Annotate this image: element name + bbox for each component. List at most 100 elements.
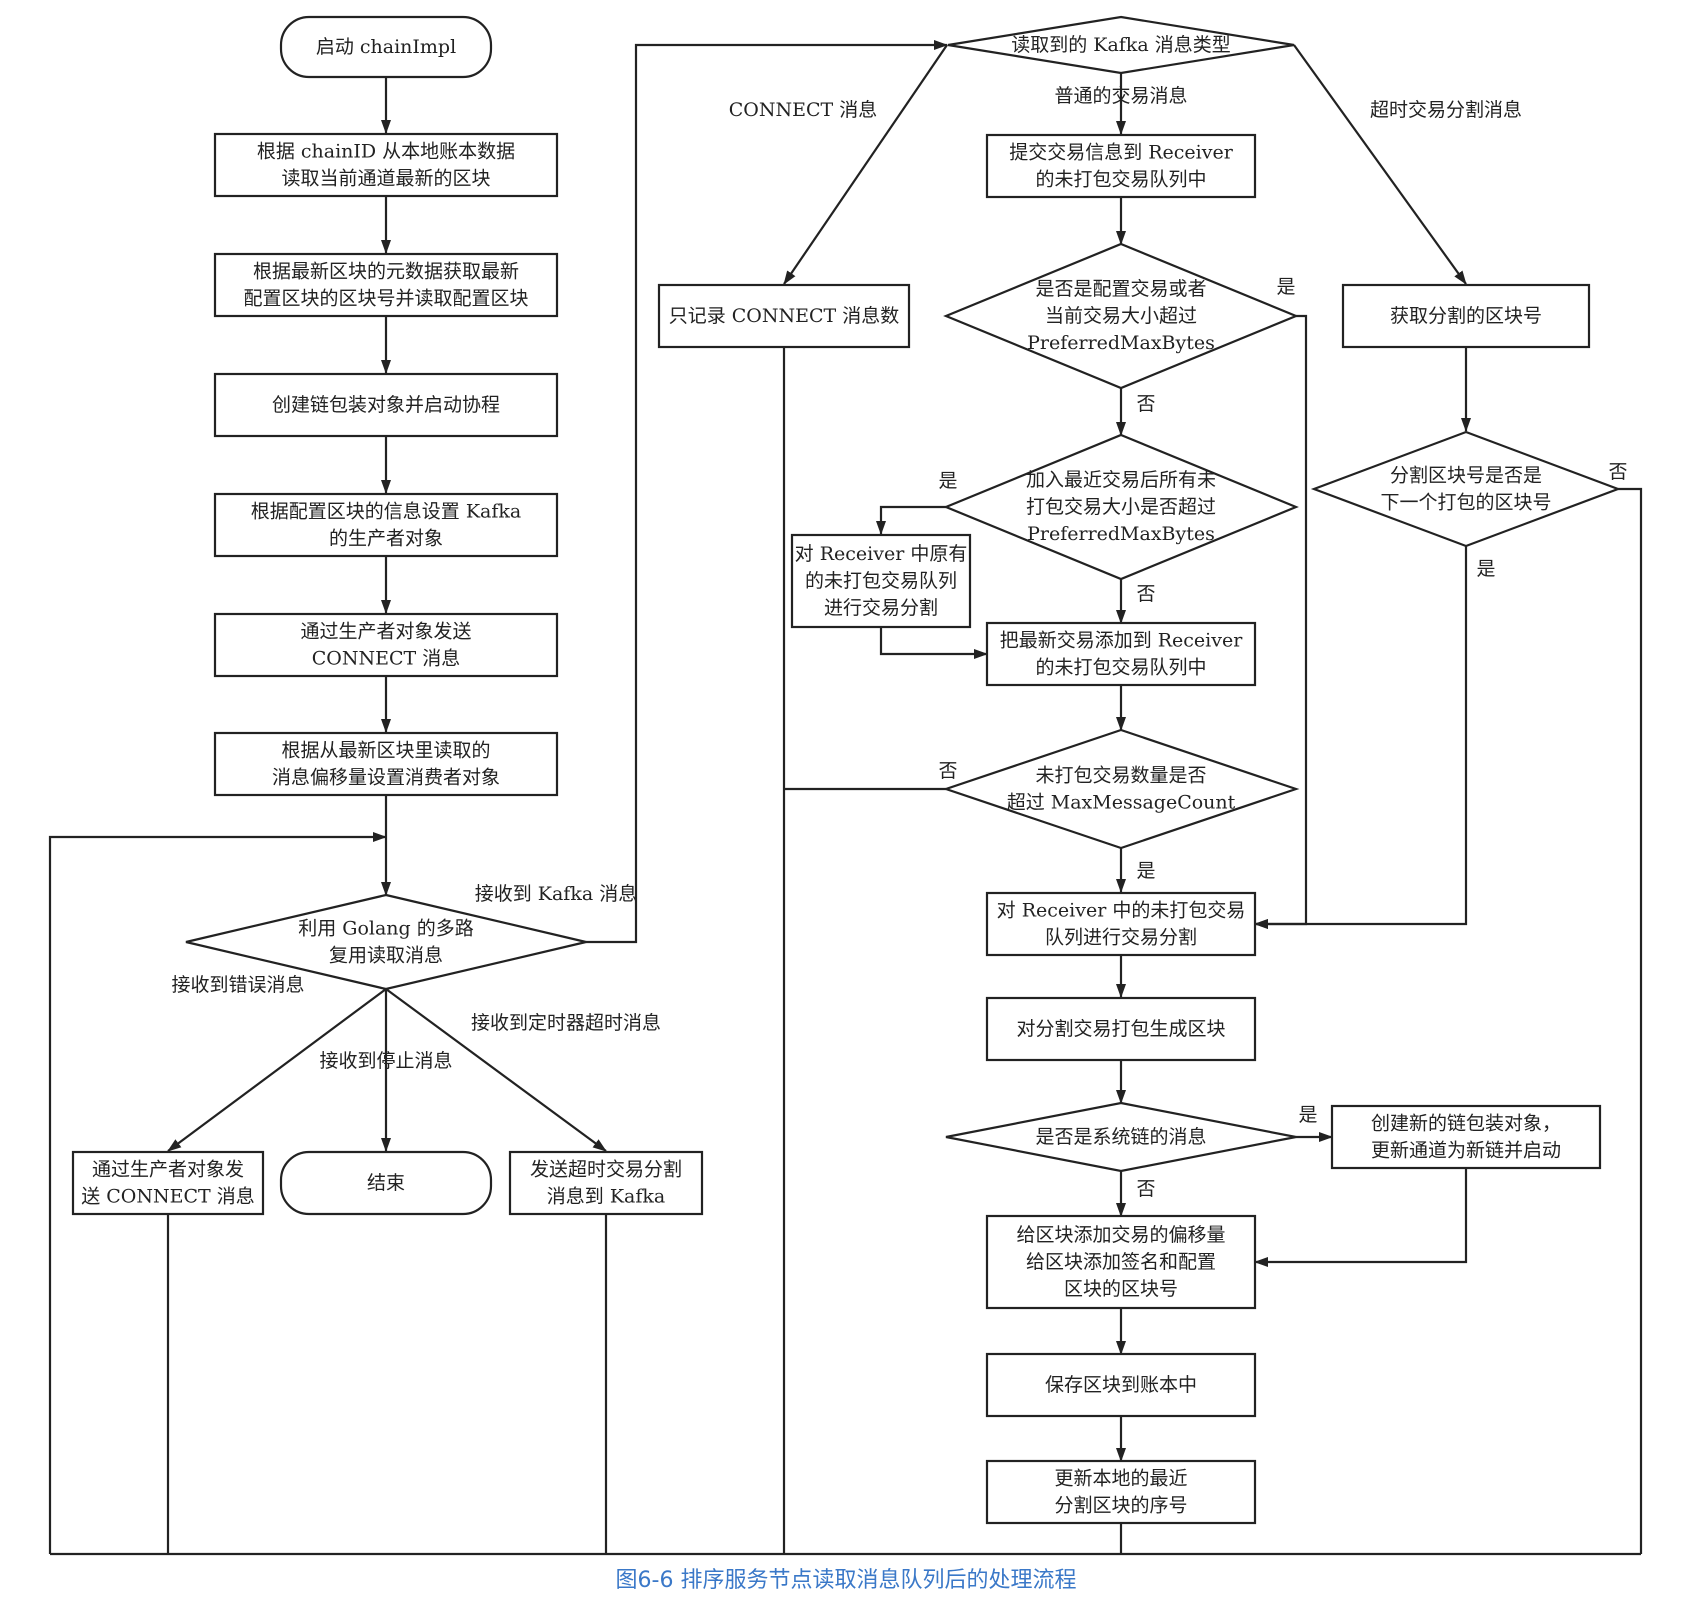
node-text: 获取分割的区块号: [1390, 305, 1542, 327]
node-text: 当前交易大小超过: [1045, 305, 1197, 327]
node-text: 创建链包装对象并启动协程: [272, 394, 500, 416]
node-is-system: 是否是系统链的消息: [945, 1101, 1297, 1173]
connector-line: [167, 988, 387, 1152]
connector-line: [1618, 487, 1643, 1554]
node-start: 启动 chainImpl: [279, 15, 493, 79]
edge-label-recv-timer: 接收到定时器超时消息: [471, 1012, 661, 1034]
node-text: 根据 chainID 从本地账本数据: [257, 141, 515, 163]
process-box: [1341, 283, 1591, 349]
node-text: 进行交易分割: [824, 597, 938, 619]
node-err-connect: 通过生产者对象发送 CONNECT 消息: [71, 1150, 265, 1216]
node-text: 保存区块到账本中: [1045, 1374, 1197, 1396]
node-count-connect: 只记录 CONNECT 消息数: [657, 283, 911, 349]
node-text: 未打包交易数量是否: [1035, 765, 1206, 787]
node-text: 队列进行交易分割: [1045, 927, 1197, 949]
node-text: 把最新交易添加到 Receiver: [1000, 630, 1244, 652]
node-send-connect: 通过生产者对象发送 CONNECT 消息: [213, 612, 559, 678]
process-box: [213, 132, 559, 198]
edge-label-connect-msg: CONNECT 消息: [729, 99, 877, 121]
terminal-box: [279, 1150, 493, 1216]
node-text: 读取当前通道最新的区块: [281, 168, 490, 190]
connector-line: [1254, 546, 1468, 929]
edge-label-system-yes: 是: [1298, 1104, 1317, 1126]
node-text: 的生产者对象: [329, 528, 443, 550]
edge-label-next-block-yes: 是: [1476, 558, 1495, 580]
connector-line: [879, 627, 988, 659]
edge-label-config-no: 否: [1136, 393, 1155, 415]
node-text: 分割区块号是否是: [1390, 465, 1542, 487]
edge-label-size-yes: 是: [938, 470, 957, 492]
connector-line: [586, 40, 948, 944]
edge-label-size-no: 否: [1136, 583, 1155, 605]
node-text: 消息到 Kafka: [547, 1186, 665, 1208]
node-text: 复用读取消息: [329, 945, 443, 967]
process-box: [213, 492, 559, 558]
connector-line: [48, 832, 387, 1554]
connector-line: [1293, 44, 1467, 285]
node-text: 下一个打包的区块号: [1380, 492, 1551, 514]
node-text: 给区块添加签名和配置: [1026, 1251, 1216, 1273]
node-text: 根据从最新区块里读取的: [281, 740, 490, 762]
node-text: 创建新的链包装对象，: [1371, 1113, 1561, 1135]
process-box: [657, 283, 911, 349]
process-box: [508, 1150, 704, 1216]
process-box: [1330, 1104, 1602, 1170]
node-text: 给区块添加交易的偏移量: [1016, 1224, 1225, 1246]
node-end: 结束: [279, 1150, 493, 1216]
node-text: PreferredMaxBytes: [1027, 332, 1215, 354]
node-text: 对分割交易打包生成区块: [1016, 1018, 1225, 1040]
node-text: 根据最新区块的元数据获取最新: [253, 261, 519, 283]
decision-diamond: [942, 728, 1300, 850]
edge-label-normal-msg: 普通的交易消息: [1054, 85, 1187, 107]
node-text: 的未打包交易队列中: [1035, 657, 1206, 679]
process-box: [213, 372, 559, 438]
nodes: 启动 chainImpl 根据 chainID 从本地账本数据读取当前通道最新的区…: [71, 15, 1622, 1525]
node-text: 通过生产者对象发: [92, 1159, 244, 1181]
connector-line: [385, 988, 607, 1152]
node-text: 更新本地的最近: [1054, 1468, 1187, 1490]
node-text: 送 CONNECT 消息: [81, 1186, 255, 1208]
connector-line: [783, 44, 948, 285]
node-create-new-chain: 创建新的链包装对象，更新通道为新链并启动: [1330, 1104, 1602, 1170]
node-text: CONNECT 消息: [312, 648, 460, 670]
node-text: 是否是配置交易或者: [1035, 278, 1206, 300]
process-box: [985, 133, 1257, 199]
decision-diamond: [1310, 430, 1622, 548]
node-text: 通过生产者对象发送: [300, 621, 471, 643]
process-box: [213, 612, 559, 678]
process-box: [213, 252, 559, 318]
node-text: 打包交易大小是否超过: [1026, 496, 1216, 518]
node-package-block: 对分割交易打包生成区块: [985, 996, 1257, 1062]
connector-line: [876, 505, 946, 535]
node-get-cut-num: 获取分割的区块号: [1341, 283, 1591, 349]
node-text: 超过 MaxMessageCount: [1007, 792, 1236, 814]
node-text: 读取到的 Kafka 消息类型: [1011, 34, 1230, 56]
connector-line: [1254, 314, 1308, 929]
terminal-box: [279, 15, 493, 79]
process-box: [71, 1150, 265, 1216]
process-box: [790, 533, 972, 629]
node-text: PreferredMaxBytes: [1027, 523, 1215, 545]
connectors: [48, 40, 1643, 1556]
edge-labels: 接收到 Kafka 消息接收到错误消息接收到停止消息接收到定时器超时消息CONN…: [171, 85, 1627, 1200]
node-save-block: 保存区块到账本中: [985, 1352, 1257, 1418]
node-text: 发送超时交易分割: [530, 1159, 682, 1181]
node-text: 是否是系统链的消息: [1035, 1126, 1206, 1148]
decision-diamond: [185, 893, 587, 991]
node-text: 启动 chainImpl: [316, 36, 456, 58]
connector-line: [1254, 1168, 1468, 1267]
